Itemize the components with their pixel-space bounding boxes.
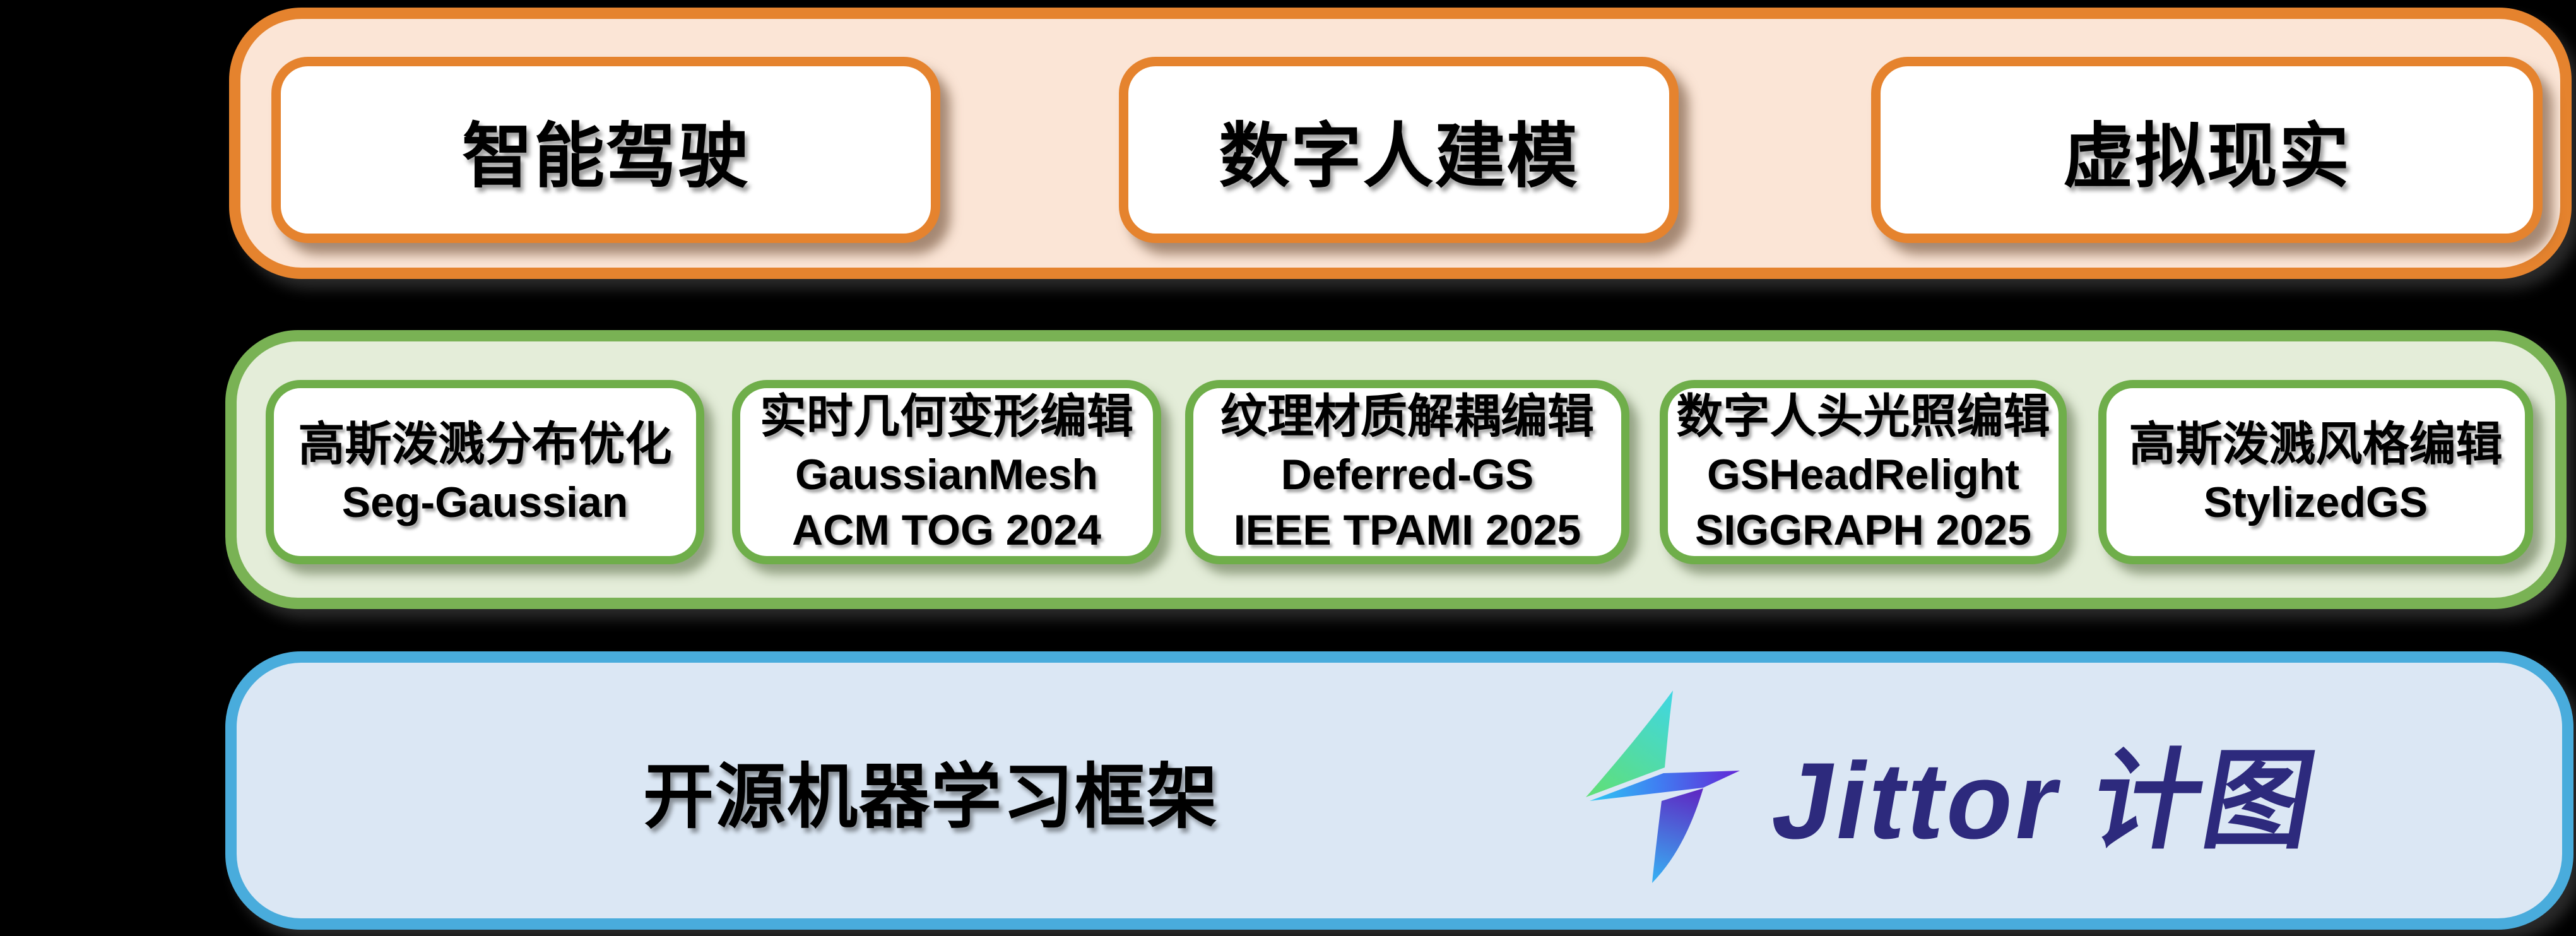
research-venue: SIGGRAPH 2025 — [1695, 506, 2031, 554]
application-domains-band: 智能驾驶 数字人建模 虚拟现实 — [229, 8, 2572, 279]
application-label: 虚拟现实 — [2063, 116, 2351, 196]
framework-label: 开源机器学习框架 — [643, 757, 1219, 836]
research-title: 高斯泼溅风格编辑 — [2129, 418, 2503, 470]
research-title: 实时几何变形编辑 — [760, 390, 1133, 442]
research-box-gaussianmesh: 实时几何变形编辑 GaussianMesh ACM TOG 2024 — [732, 380, 1161, 564]
research-project-name: GSHeadRelight — [1707, 451, 2019, 499]
application-label: 智能驾驶 — [462, 116, 750, 196]
jittor-logotype: Jittor 计图 — [1764, 740, 2327, 862]
research-project-name: GaussianMesh — [795, 451, 1098, 499]
application-box-virtual-reality: 虚拟现实 — [1871, 57, 2543, 243]
research-project-name: Deferred-GS — [1280, 451, 1534, 499]
research-title: 纹理材质解耦编辑 — [1220, 390, 1594, 442]
research-venue: IEEE TPAMI 2025 — [1233, 506, 1581, 554]
application-box-digital-human-modeling: 数字人建模 — [1119, 57, 1679, 243]
research-box-seg-gaussian: 高斯泼溅分布优化 Seg-Gaussian — [266, 380, 704, 564]
jittor-bolt-icon — [1586, 690, 1740, 883]
research-box-stylizedgs: 高斯泼溅风格编辑 StylizedGS — [2098, 380, 2533, 564]
research-title: 高斯泼溅分布优化 — [298, 418, 672, 470]
application-box-intelligent-driving: 智能驾驶 — [271, 57, 940, 243]
research-box-deferred-gs: 纹理材质解耦编辑 Deferred-GS IEEE TPAMI 2025 — [1185, 380, 1629, 564]
research-projects-band: 高斯泼溅分布优化 Seg-Gaussian 实时几何变形编辑 GaussianM… — [225, 330, 2567, 609]
research-title: 数字人头光照编辑 — [1676, 390, 2050, 442]
research-project-name: Seg-Gaussian — [341, 478, 629, 526]
application-label: 数字人建模 — [1219, 116, 1579, 196]
research-project-name: StylizedGS — [2203, 478, 2428, 526]
research-box-gsheadrelight: 数字人头光照编辑 GSHeadRelight SIGGRAPH 2025 — [1660, 380, 2067, 564]
research-venue: ACM TOG 2024 — [791, 506, 1101, 554]
framework-band: 开源机器学习框架 Jittor 计图 — [225, 651, 2573, 930]
